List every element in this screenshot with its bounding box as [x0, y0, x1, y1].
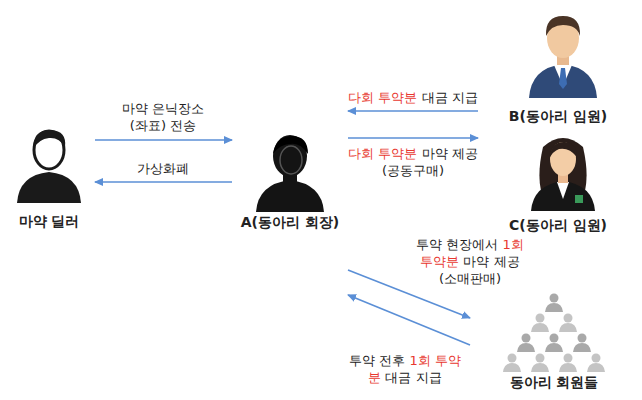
- label-part: 가상화폐: [137, 161, 189, 176]
- flow-label: 마약 은닉장소 (좌표) 전송: [118, 100, 208, 134]
- dealer-figure: [9, 125, 89, 203]
- members-figure: [489, 290, 619, 372]
- label-part: 투약 전후: [349, 353, 409, 368]
- flow-label: 다회 투약분 대금 지급: [333, 89, 493, 106]
- officer-figure: [523, 8, 603, 98]
- person-label: 마약 딜러: [19, 213, 80, 231]
- label-highlight: 다회 투약분: [348, 90, 417, 105]
- flow-label: 다회 투약분 마약 제공 (공동구매): [343, 145, 483, 179]
- label-part: 대금 지급: [381, 370, 441, 385]
- flow-arrow: [348, 110, 478, 112]
- person-label: 동아리 회원들: [510, 374, 599, 392]
- label-highlight: 다회 투약분: [348, 146, 417, 161]
- label-part: 투약 현장에서: [416, 237, 502, 252]
- person-node: 동아리 회원들: [470, 268, 638, 398]
- person-node: C(동아리 임원): [478, 133, 638, 241]
- leader-figure: [250, 132, 330, 212]
- person-node: 마약 딜러: [3, 125, 95, 237]
- flow-arrow: [95, 139, 232, 141]
- person-node: B(동아리 임원): [478, 8, 638, 132]
- flow-label: 투약 현장에서 1회 투약분 마약 제공 (소매판매): [410, 236, 530, 287]
- officer-figure: [523, 133, 603, 211]
- person-node: A(동아리 회장): [232, 100, 348, 300]
- flow-label: 투약 전후 1회 투약분 대금 지급: [345, 352, 465, 386]
- person-label: C(동아리 임원): [509, 217, 607, 235]
- flow-label: 가상화폐: [118, 160, 208, 177]
- label-part: 마약 은닉장소 (좌표) 전송: [122, 101, 204, 133]
- flow-arrow: [95, 181, 232, 183]
- flow-arrow: [348, 137, 478, 139]
- label-part: 대금 지급: [417, 90, 477, 105]
- person-label: B(동아리 임원): [509, 108, 607, 126]
- flow-arrow: [348, 295, 470, 345]
- person-label: A(동아리 회장): [241, 214, 340, 232]
